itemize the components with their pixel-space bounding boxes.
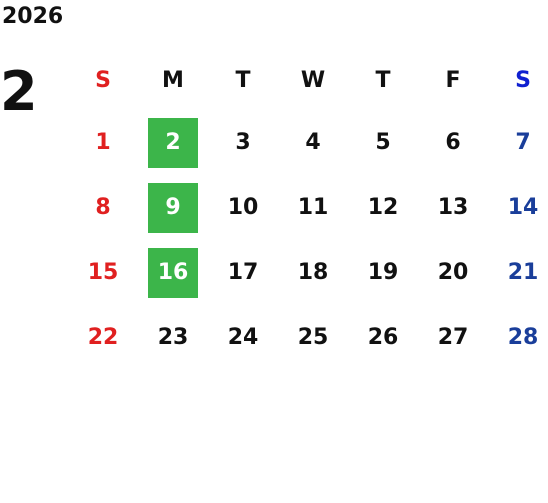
week-row-1: 1 2 3 4 5 6 7: [68, 110, 548, 175]
weekday-header-row: S M T W T F S: [68, 50, 548, 110]
day-cell[interactable]: 18: [297, 260, 329, 285]
day-cell-highlighted[interactable]: 2: [148, 117, 198, 168]
calendar-grid: S M T W T F S 1 2 3 4 5 6 7 8 9 10 11 12…: [68, 50, 548, 370]
day-cell[interactable]: 19: [367, 260, 399, 285]
day-cell[interactable]: 15: [87, 260, 119, 285]
day-cell[interactable]: 5: [375, 130, 391, 155]
day-cell[interactable]: 14: [507, 195, 539, 220]
day-cell[interactable]: 20: [437, 260, 469, 285]
day-cell[interactable]: 3: [235, 130, 251, 155]
weekday-monday: M: [162, 67, 184, 93]
day-cell[interactable]: 6: [445, 130, 461, 155]
weekday-friday: F: [445, 67, 461, 93]
day-cell[interactable]: 8: [95, 195, 111, 220]
weekday-tuesday: T: [235, 67, 251, 93]
day-cell[interactable]: 27: [437, 325, 469, 350]
year-label: 2026: [2, 4, 64, 29]
day-cell[interactable]: 26: [367, 325, 399, 350]
day-cell[interactable]: 21: [507, 260, 539, 285]
day-cell-highlighted[interactable]: 9: [148, 182, 198, 233]
weekday-saturday: S: [515, 67, 531, 93]
day-cell[interactable]: 10: [227, 195, 259, 220]
day-cell[interactable]: 13: [437, 195, 469, 220]
day-cell[interactable]: 22: [87, 325, 119, 350]
week-row-3: 15 16 17 18 19 20 21: [68, 240, 548, 305]
weekday-wednesday: W: [300, 67, 326, 93]
day-cell[interactable]: 1: [95, 130, 111, 155]
day-cell[interactable]: 7: [515, 130, 531, 155]
month-number: 2: [0, 60, 38, 123]
day-cell[interactable]: 24: [227, 325, 259, 350]
week-row-2: 8 9 10 11 12 13 14: [68, 175, 548, 240]
day-cell[interactable]: 25: [297, 325, 329, 350]
weekday-sunday: S: [95, 67, 111, 93]
day-cell[interactable]: 28: [507, 325, 539, 350]
day-cell[interactable]: 23: [157, 325, 189, 350]
weekday-thursday: T: [375, 67, 391, 93]
day-cell[interactable]: 4: [305, 130, 321, 155]
day-cell[interactable]: 17: [227, 260, 259, 285]
day-cell[interactable]: 12: [367, 195, 399, 220]
week-row-4: 22 23 24 25 26 27 28: [68, 305, 548, 370]
day-cell-highlighted[interactable]: 16: [148, 247, 198, 298]
day-cell[interactable]: 11: [297, 195, 329, 220]
